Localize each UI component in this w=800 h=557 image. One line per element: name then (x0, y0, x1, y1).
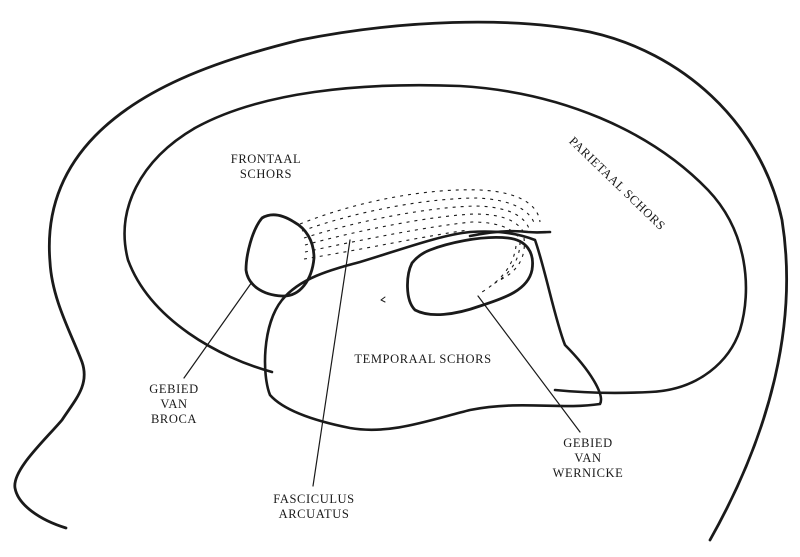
wernicke-area-outline (406, 236, 534, 316)
frontaal-line-1: FRONTAAL (230, 152, 302, 166)
temporal-lobe-outline (263, 230, 603, 432)
fasciculus-leader-line (312, 239, 351, 487)
fasciculus-arcuatus-fibres (299, 189, 541, 293)
fasciculus-line-2: ARCUATUS (278, 507, 350, 521)
frontaal-line-2: SCHORS (239, 167, 293, 181)
wernicke-line-1: GEBIED (563, 436, 613, 450)
broca-line-1: GEBIED (149, 382, 199, 396)
wernicke-top-stroke (468, 229, 552, 238)
head-outline (13, 20, 788, 542)
fasciculus-line-1: FASCICULUS (273, 492, 355, 506)
brain-outline (123, 83, 748, 395)
wernicke-line-3: WERNICKE (552, 466, 624, 480)
frontaal-schors-label: FRONTAAL SCHORS (226, 152, 306, 182)
gebied-van-wernicke-label: GEBIED VAN WERNICKE (540, 436, 636, 481)
small-mark (380, 296, 386, 303)
broca-area-outline (244, 213, 316, 298)
gebied-van-broca-label: GEBIED VAN BROCA (134, 382, 214, 427)
fasciculus-arcuatus-label: FASCICULUS ARCUATUS (262, 492, 366, 522)
broca-line-3: BROCA (150, 412, 198, 426)
temporaal-schors-label: TEMPORAAL SCHORS (354, 352, 492, 366)
wernicke-leader-line (477, 295, 581, 433)
broca-leader-line (183, 281, 253, 379)
wernicke-line-2: VAN (574, 451, 602, 465)
broca-line-2: VAN (160, 397, 188, 411)
